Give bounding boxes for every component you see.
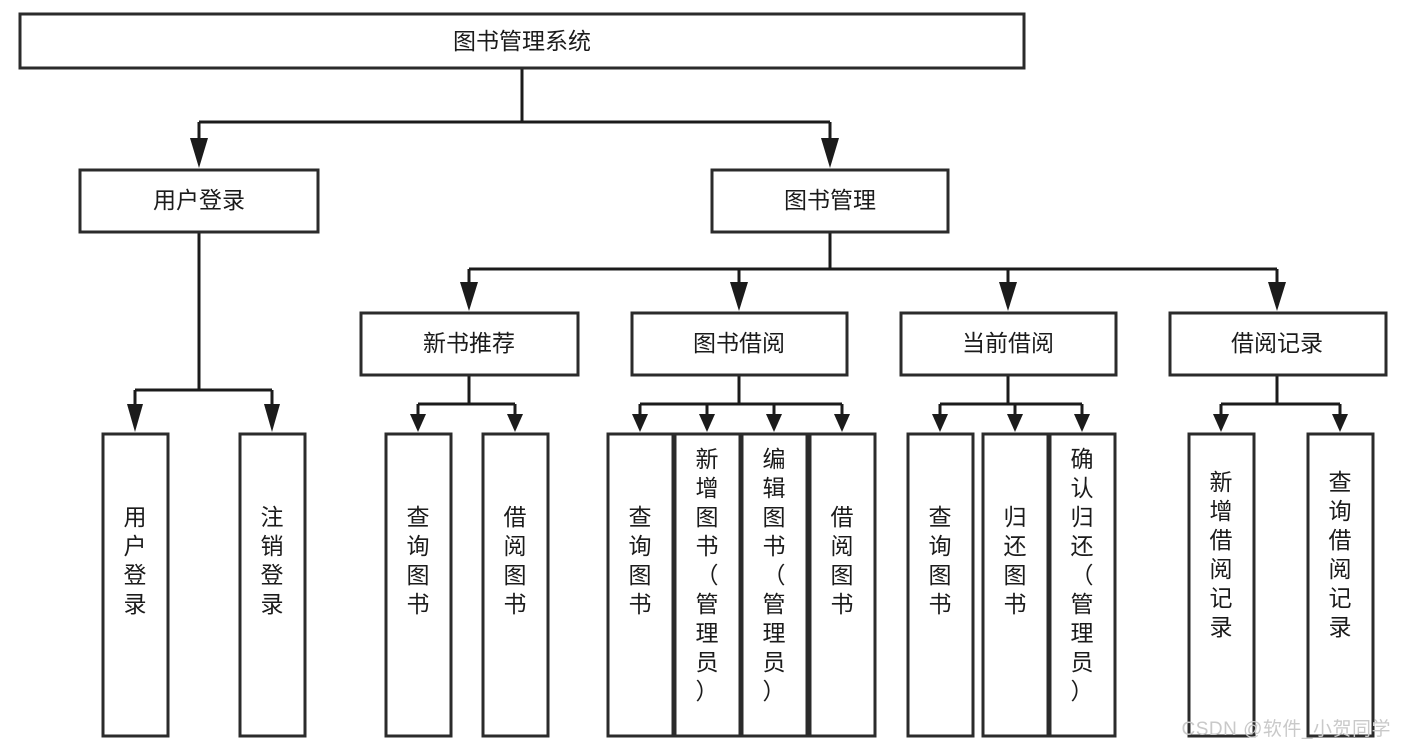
leaf-query-book-newbook-rect[interactable] [384,432,453,738]
leaf-confirm-return-admin[interactable]: 确认归还（管理员） [1048,432,1117,738]
leaf-nodes-layer: 用户登录 注销登录 查询图书 借阅图书 查询图书 新增图书（管理员） [101,432,1375,738]
arrowhead-icon [834,414,850,432]
leaf-borrow-book-rect[interactable] [808,432,877,738]
leaf-edit-book-admin-rect[interactable] [740,432,809,738]
leaf-borrow-book-newbook-rect[interactable] [481,432,550,738]
connector-layer [127,68,1348,432]
leaf-borrow-book[interactable]: 借阅图书 [808,432,877,738]
leaf-borrow-book-newbook[interactable]: 借阅图书 [481,432,550,738]
edge-newbook-to-leaves [410,375,523,432]
edge-userlogin-to-leaves [127,232,280,432]
leaf-add-book-admin[interactable]: 新增图书（管理员） [673,432,742,738]
leaf-borrow-book-newbook-label: 借阅图书 [504,504,527,617]
leaf-user-login[interactable]: 用户登录 [101,432,170,738]
leaf-add-book-admin-label: 新增图书（管理员） [696,446,719,704]
leaf-user-login-rect[interactable] [101,432,170,738]
arrowhead-icon [766,414,782,432]
arrowhead-icon [127,404,143,432]
arrowhead-icon [1074,414,1090,432]
arrowhead-icon [932,414,948,432]
node-book-borrow[interactable]: 图书借阅 [630,311,849,377]
leaf-edit-book-admin[interactable]: 编辑图书（管理员） [740,432,809,738]
node-root[interactable]: 图书管理系统 [18,12,1026,70]
arrowhead-icon [999,282,1017,311]
leaf-query-borrow-record-label: 查询借阅记录 [1329,469,1352,640]
leaf-user-login-label: 用户登录 [124,504,147,617]
leaf-add-borrow-record[interactable]: 新增借阅记录 [1187,432,1256,738]
leaf-logout[interactable]: 注销登录 [238,432,307,738]
leaf-query-book-current-label: 查询图书 [929,504,952,617]
node-book-management-rect[interactable] [710,168,950,234]
node-book-management-label: 图书管理 [784,187,876,213]
arrowhead-icon [264,404,280,432]
leaf-query-book-borrow-rect[interactable] [606,432,675,738]
node-root-label: 图书管理系统 [453,28,591,54]
leaf-edit-book-admin-label: 编辑图书（管理员） [763,446,786,704]
leaf-borrow-book-label: 借阅图书 [831,504,854,617]
edge-borrow-to-leaves [632,375,850,432]
leaf-query-book-borrow-label: 查询图书 [629,504,652,617]
leaf-return-book-rect[interactable] [981,432,1050,738]
leaf-query-book-newbook[interactable]: 查询图书 [384,432,453,738]
leaf-confirm-return-admin-rect[interactable] [1048,432,1117,738]
leaf-confirm-return-admin-label: 确认归还（管理员） [1071,446,1094,704]
arrowhead-icon [460,282,478,311]
leaf-query-borrow-record[interactable]: 查询借阅记录 [1306,432,1375,738]
csdn-watermark: CSDN @软件_小贺同学 [1181,719,1391,740]
node-book-borrow-rect[interactable] [630,311,849,377]
node-new-book-recommend-rect[interactable] [359,311,580,377]
arrowhead-icon [730,282,748,311]
leaf-return-book[interactable]: 归还图书 [981,432,1050,738]
node-borrow-record-label: 借阅记录 [1231,330,1323,356]
arrowhead-icon [1007,414,1023,432]
leaf-query-book-borrow[interactable]: 查询图书 [606,432,675,738]
node-current-borrow-label: 当前借阅 [962,330,1054,356]
arrowhead-icon [1332,414,1348,432]
edge-bookmgmt-to-children [460,232,1286,311]
node-book-management[interactable]: 图书管理 [710,168,950,234]
leaf-query-book-current-rect[interactable] [906,432,975,738]
node-new-book-recommend[interactable]: 新书推荐 [359,311,580,377]
node-user-login-label: 用户登录 [153,187,245,213]
node-current-borrow[interactable]: 当前借阅 [899,311,1118,377]
arrowhead-icon [1213,414,1229,432]
node-user-login[interactable]: 用户登录 [78,168,320,234]
edge-current-to-leaves [932,375,1090,432]
arrowhead-icon [190,138,208,168]
node-new-book-recommend-label: 新书推荐 [423,330,515,356]
edge-record-to-leaves [1213,375,1348,432]
node-current-borrow-rect[interactable] [899,311,1118,377]
leaf-logout-rect[interactable] [238,432,307,738]
arrowhead-icon [821,138,839,168]
leaf-add-borrow-record-label: 新增借阅记录 [1210,469,1233,640]
arrowhead-icon [410,414,426,432]
leaf-return-book-label: 归还图书 [1004,504,1027,617]
node-borrow-record[interactable]: 借阅记录 [1168,311,1388,377]
leaf-add-book-admin-rect[interactable] [673,432,742,738]
node-book-borrow-label: 图书借阅 [693,330,785,356]
arrowhead-icon [699,414,715,432]
edge-root-to-level2 [190,68,839,168]
arrowhead-icon [632,414,648,432]
node-borrow-record-rect[interactable] [1168,311,1388,377]
arrowhead-icon [507,414,523,432]
leaf-query-book-current[interactable]: 查询图书 [906,432,975,738]
leaf-query-borrow-record-rect[interactable] [1306,432,1375,738]
leaf-add-borrow-record-rect[interactable] [1187,432,1256,738]
leaf-query-book-newbook-label: 查询图书 [407,504,430,617]
arrowhead-icon [1268,282,1286,311]
node-user-login-rect[interactable] [78,168,320,234]
leaf-logout-label: 注销登录 [261,504,284,617]
node-root-rect[interactable] [18,12,1026,70]
